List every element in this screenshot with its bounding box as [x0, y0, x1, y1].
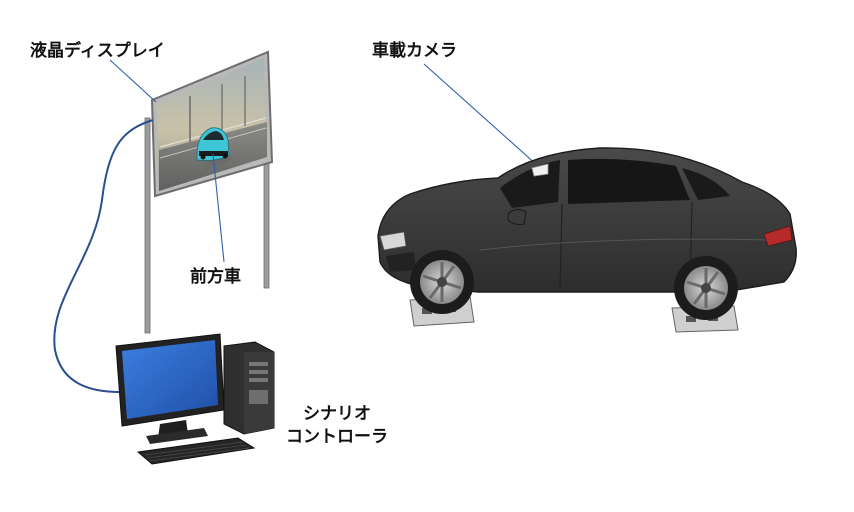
lcd-display-label: 液晶ディスプレイ — [30, 41, 165, 61]
scenario-controller-label-line1: シナリオ — [303, 404, 371, 424]
scenario-controller-label: シナリオ コントローラ — [286, 403, 388, 449]
lcd-display — [150, 50, 274, 198]
scenario-controller-label-line2: コントローラ — [286, 426, 388, 447]
front-vehicle-label: 前方車 — [190, 267, 241, 287]
vehicle — [377, 147, 797, 333]
front-vehicle-in-screen — [196, 127, 230, 161]
display-cable — [53, 119, 154, 393]
leader-lines — [109, 59, 539, 263]
pc-workstation — [115, 333, 275, 465]
front-wheel — [410, 250, 474, 314]
vehicle-camera — [531, 163, 549, 177]
display-stand — [144, 117, 270, 334]
vehicle-camera-label: 車載カメラ — [372, 41, 457, 61]
rear-wheel — [674, 256, 738, 320]
